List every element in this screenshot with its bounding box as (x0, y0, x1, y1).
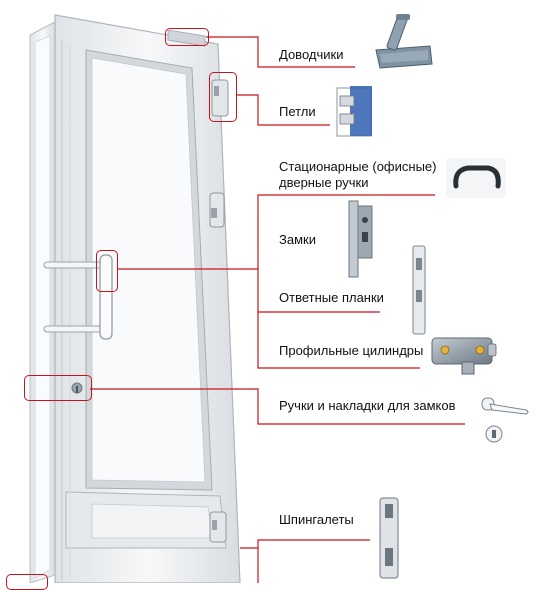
label-office-handles: Стационарные (офисные) дверные ручки (279, 159, 437, 190)
cylinder-product-icon (431, 337, 497, 375)
lever-handle-product-icon (481, 397, 529, 443)
closer-highlight (165, 28, 209, 46)
label-strike-plates: Ответные планки (279, 290, 384, 305)
handle-highlight (96, 250, 118, 292)
label-espagnolettes: Шпингалеты (279, 512, 354, 527)
office-handle-product-icon (446, 158, 506, 198)
label-closers: Доводчики (279, 47, 344, 62)
strike-plate-product-icon (412, 245, 426, 335)
label-locks: Замки (279, 232, 316, 247)
callout-lines (90, 36, 465, 583)
closer-product-icon (375, 14, 433, 69)
label-profile-cylinders: Профильные цилиндры (279, 343, 424, 358)
label-hinges: Петли (279, 104, 316, 119)
hinge-product-icon (336, 86, 372, 137)
door-illustration (29, 14, 241, 583)
hinge-highlight (209, 72, 237, 122)
lock-product-icon (348, 200, 373, 278)
label-lever-handles: Ручки и накладки для замков (279, 398, 456, 413)
espagnolette-product-icon (379, 497, 399, 579)
bottom-corner-highlight (6, 574, 48, 590)
lock-highlight (24, 375, 92, 401)
